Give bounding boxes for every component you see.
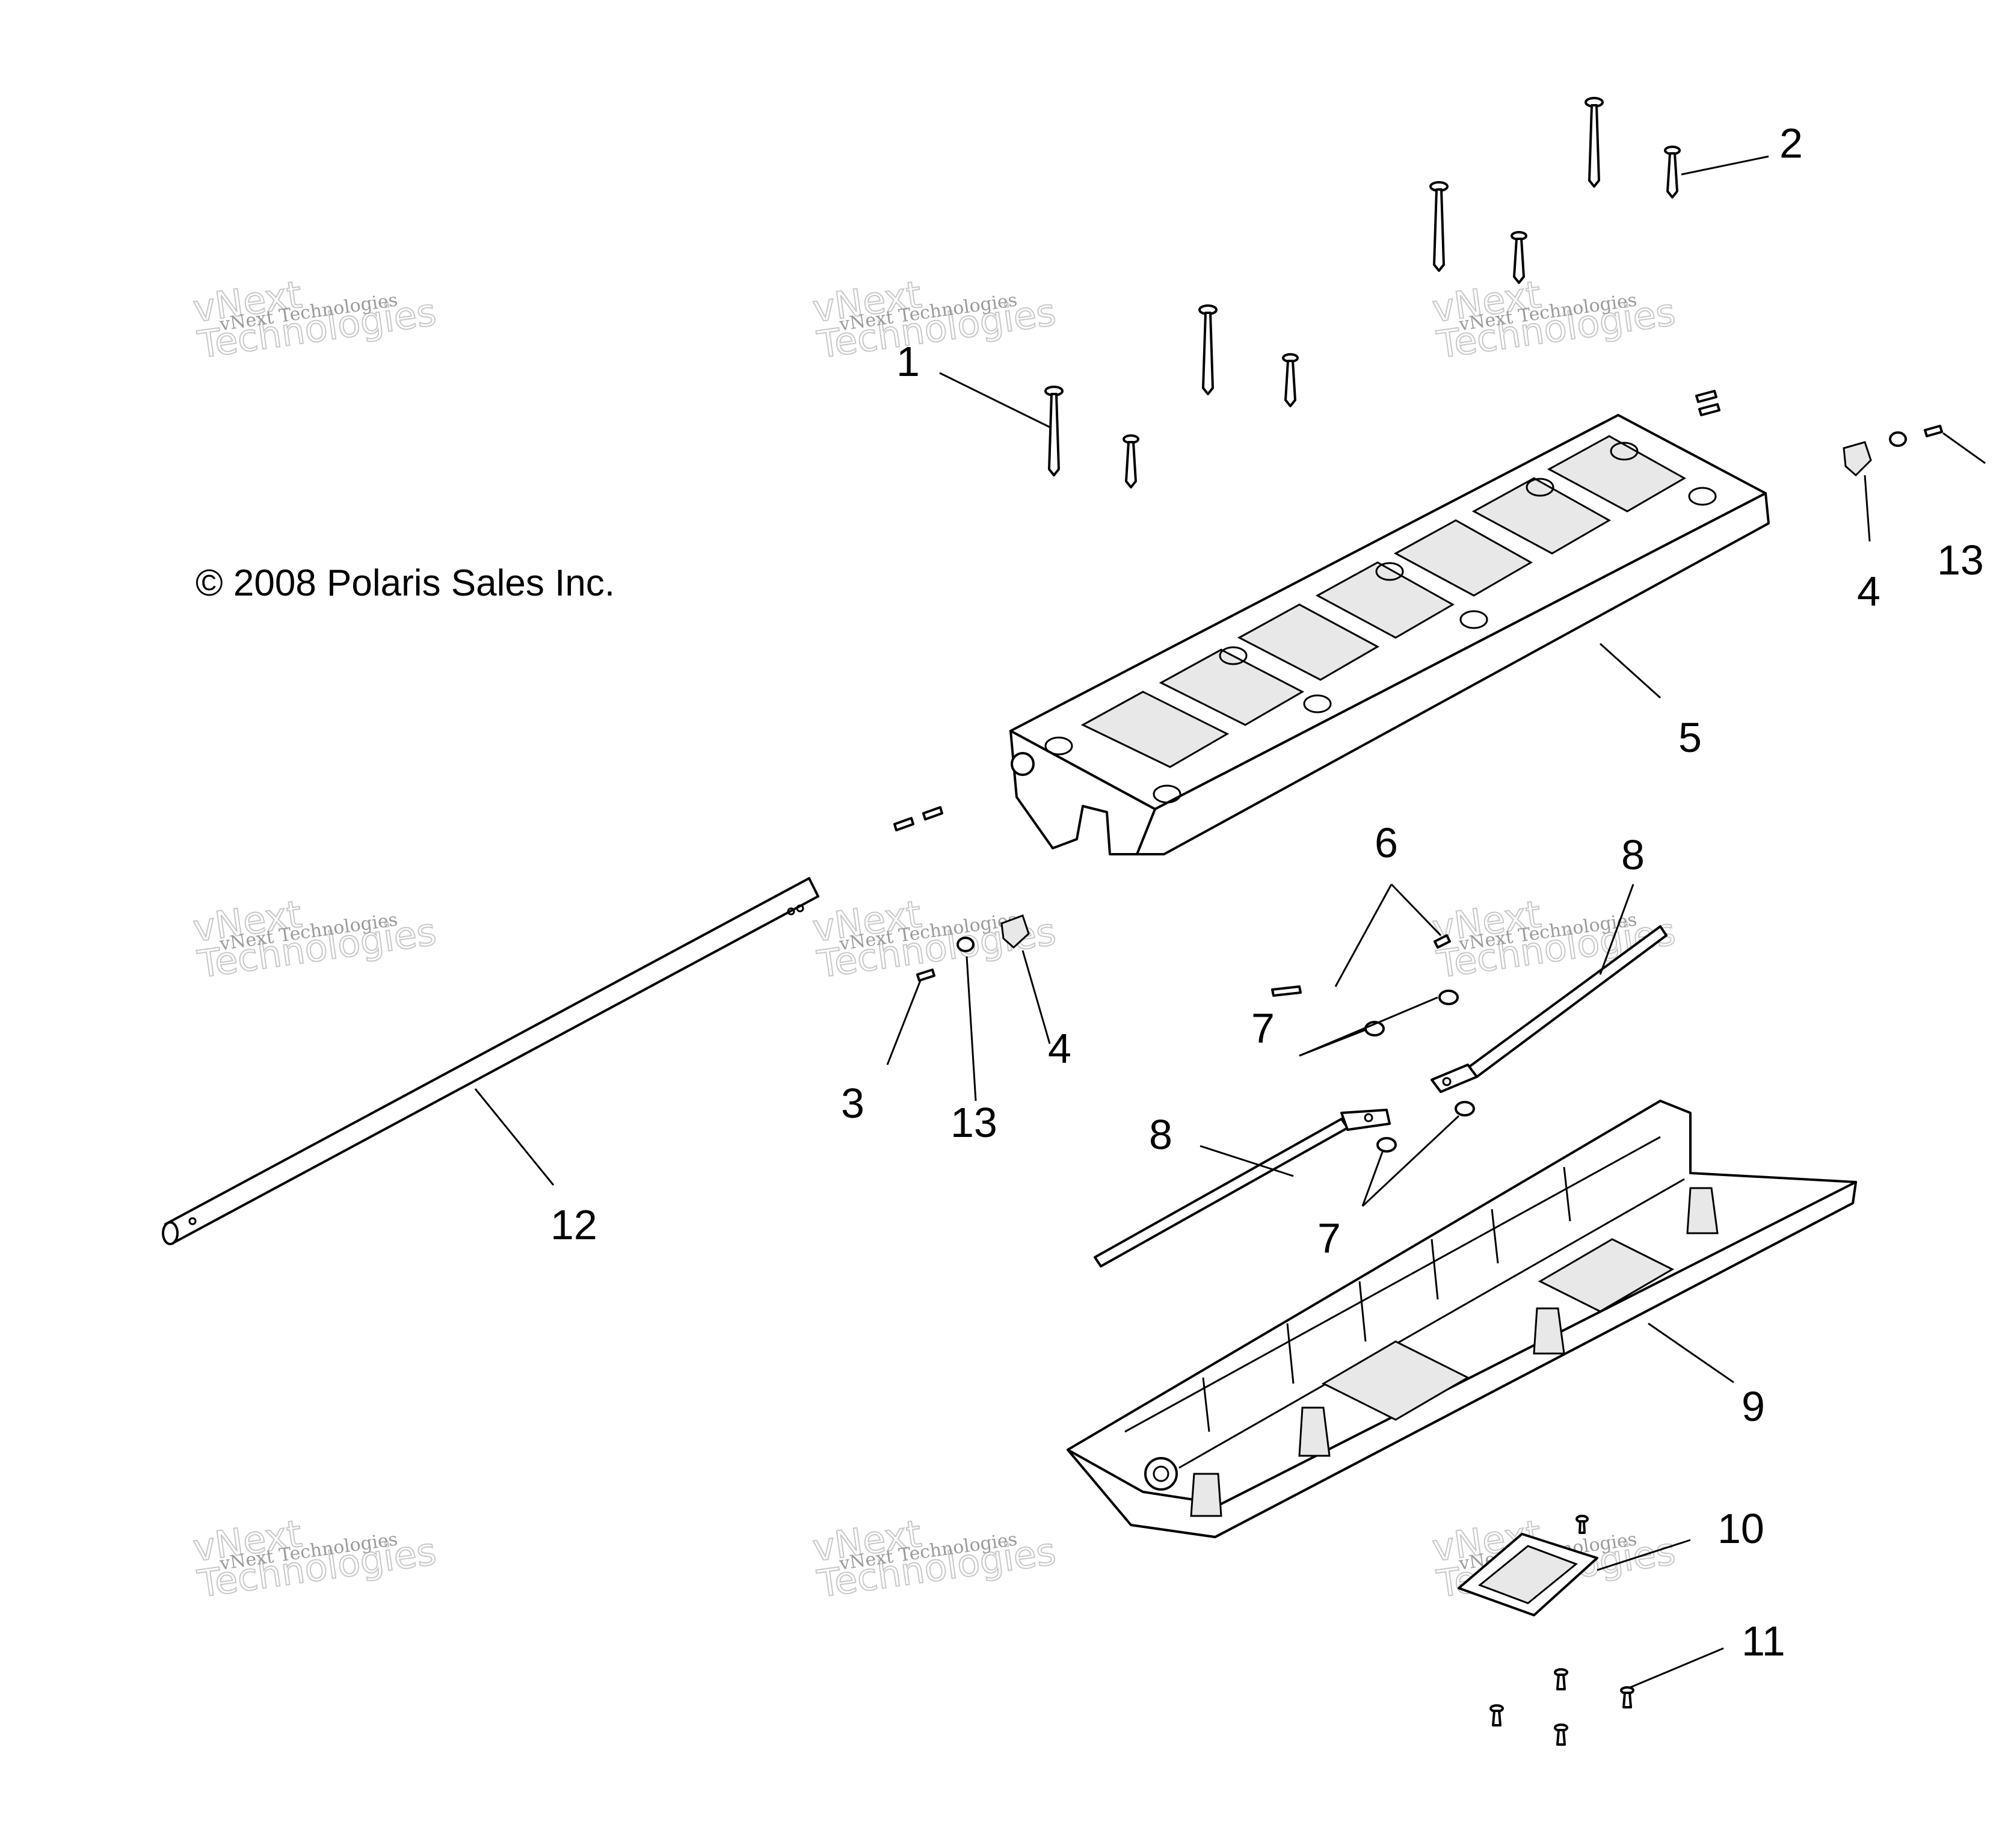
callout-13-left: 13 xyxy=(950,1099,997,1146)
part-6-pins xyxy=(1271,934,1451,997)
bolt-2a xyxy=(1429,181,1449,272)
part-2-bolts xyxy=(1429,97,1681,284)
callout-8-upper: 8 xyxy=(1621,831,1645,878)
callout-3: 3 xyxy=(841,1080,864,1127)
callout-12: 12 xyxy=(550,1201,597,1248)
part-10-handle xyxy=(1458,1533,1598,1616)
cover-end-boss xyxy=(1011,752,1035,776)
part-9-base-tray xyxy=(1067,1100,1857,1538)
bolt-2c xyxy=(1585,97,1604,188)
part-7-washers xyxy=(1364,990,1475,1153)
bolt-2b xyxy=(1511,231,1527,284)
watermark-bottom-left: vNext Technologies vNext Technologies xyxy=(189,1511,439,1607)
watermark-top-center: vNext Technologies vNext Technologies xyxy=(809,272,1059,368)
callout-6: 6 xyxy=(1375,819,1398,866)
bolt-2d xyxy=(1664,146,1681,199)
callout-5: 5 xyxy=(1678,714,1702,761)
part-13-nuts xyxy=(956,431,1907,952)
bolt-1d xyxy=(1282,353,1299,407)
part-11-screws xyxy=(1489,1515,1634,1746)
copyright-text: © 2008 Polaris Sales Inc. xyxy=(196,562,615,604)
leader-lines xyxy=(474,155,1986,1689)
watermark-mid-left: vNext Technologies vNext Technologies xyxy=(189,892,439,987)
callout-1: 1 xyxy=(896,338,920,385)
bolt-1b xyxy=(1123,434,1139,488)
watermark-mid-right: vNext Technologies vNext Technologies xyxy=(1429,892,1678,987)
screw-11c xyxy=(1554,1723,1568,1746)
screw-11b xyxy=(1554,1668,1568,1690)
watermark-bottom-center: vNext Technologies vNext Technologies xyxy=(809,1511,1059,1607)
part-12-tube xyxy=(162,877,819,1245)
callout-8-lower: 8 xyxy=(1149,1111,1172,1158)
part-1-bolts xyxy=(1044,304,1299,488)
callout-2: 2 xyxy=(1779,120,1803,167)
callout-4-left: 4 xyxy=(1048,1025,1071,1072)
part-4-clips xyxy=(1000,441,1872,949)
callout-11: 11 xyxy=(1742,1618,1785,1665)
part-8-rod-lower xyxy=(1094,1109,1391,1267)
cover-pads xyxy=(1080,435,1687,768)
callout-4-right: 4 xyxy=(1857,568,1880,615)
part-5-top-cover xyxy=(1009,414,1770,855)
callout-10: 10 xyxy=(1717,1505,1764,1552)
callout-7-upper: 7 xyxy=(1251,1005,1275,1052)
callout-7-lower: 7 xyxy=(1317,1215,1341,1261)
cover-holes xyxy=(1044,442,1717,804)
screw-11a xyxy=(1489,1704,1504,1726)
bolt-1c xyxy=(1198,304,1218,395)
callout-13-right: 13 xyxy=(1937,537,1984,584)
tray-end-boss xyxy=(1144,1457,1178,1491)
screw-10-top xyxy=(1575,1515,1589,1534)
callout-9: 9 xyxy=(1742,1383,1765,1430)
tray-pocket-left xyxy=(1321,1340,1470,1421)
watermark-top-left: vNext Technologies vNext Technologies xyxy=(189,272,439,368)
part-3-screws xyxy=(893,390,1943,982)
part-8-rod-upper xyxy=(1431,925,1668,1093)
watermark-top-right: vNext Technologies vNext Technologies xyxy=(1429,272,1678,368)
callout-labels: 1 2 3 4 4 5 6 7 7 8 8 9 10 11 12 13 13 xyxy=(550,120,1984,1665)
tray-pocket-right xyxy=(1538,1238,1675,1313)
screw-11d xyxy=(1620,1686,1634,1708)
bolt-1a xyxy=(1044,386,1064,476)
